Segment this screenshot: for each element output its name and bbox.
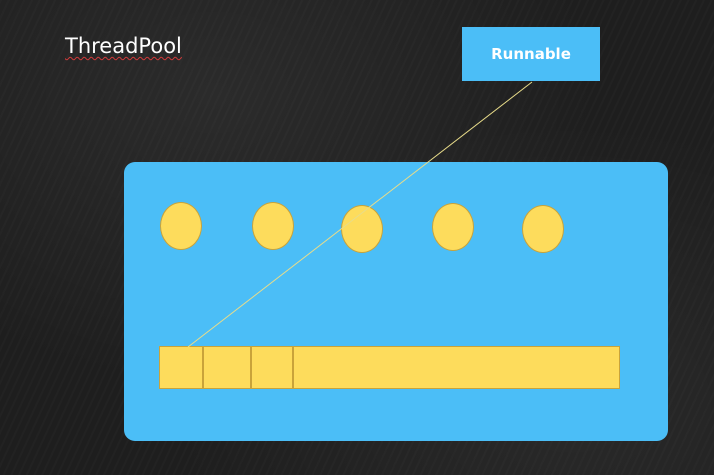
queue-slot-3 <box>251 346 293 389</box>
task-queue <box>159 346 620 389</box>
thread-circle-5 <box>522 205 564 253</box>
runnable-box: Runnable <box>462 27 600 81</box>
thread-pool-container <box>124 162 668 441</box>
queue-slot-4 <box>293 346 620 389</box>
thread-circle-4 <box>432 203 474 251</box>
runnable-label: Runnable <box>491 45 571 63</box>
thread-circle-3 <box>341 205 383 253</box>
slide-title: ThreadPool <box>65 34 182 58</box>
thread-circle-1 <box>160 202 202 250</box>
thread-circle-2 <box>252 202 294 250</box>
queue-slot-1 <box>159 346 203 389</box>
queue-slot-2 <box>203 346 251 389</box>
